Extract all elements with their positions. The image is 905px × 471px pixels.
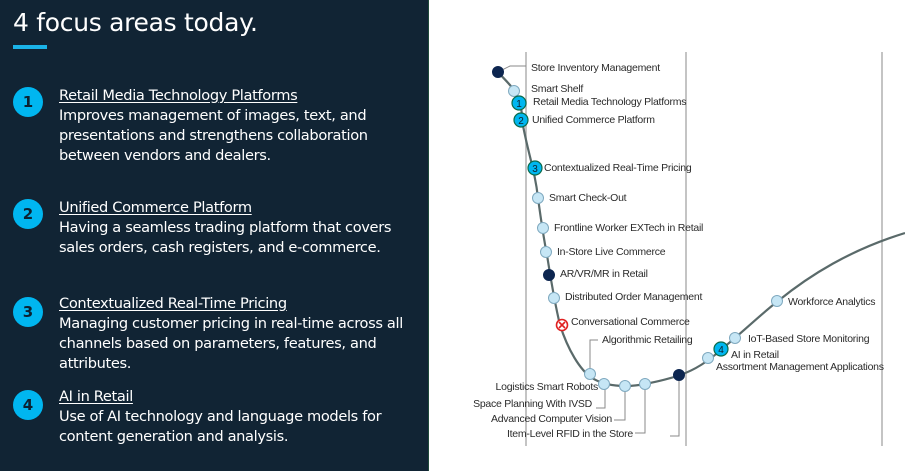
marker-iot-based-store-monitoring [729, 332, 741, 344]
marker-smart-shelf [508, 85, 520, 97]
number-badge-2: 2 [13, 199, 43, 229]
focus-marker-4 [713, 341, 729, 357]
label-assortment-management-applications: Assortment Management Applications [716, 361, 884, 373]
label-store-inventory-management: Store Inventory Management [531, 62, 660, 74]
marker-advanced-computer-vision [639, 378, 651, 390]
focus-item-description: Use of AI technology and language models… [59, 408, 382, 445]
focus-marker-number: 2 [518, 116, 524, 127]
label-distributed-order-management: Distributed Order Management [565, 291, 703, 303]
marker-workforce-analytics [771, 295, 783, 307]
label-in-store-live-commerce: In-Store Live Commerce [557, 246, 666, 258]
leader-line-3 [596, 384, 606, 409]
focus-item-text: Contextualized Real-Time Pricing Managin… [59, 294, 424, 374]
label-retail-media-technology-platforms: Retail Media Technology Platforms [533, 96, 687, 108]
number-badge-4: 4 [13, 390, 43, 420]
focus-item-description: Managing customer pricing in real-time a… [59, 315, 403, 372]
focus-item-description: Having a seamless trading platform that … [59, 219, 392, 256]
marker-in-store-live-commerce [540, 246, 552, 258]
marker-space-planning-with-ivsd [619, 380, 631, 392]
marker-algorithmic-retailing [584, 368, 596, 380]
page-title: 4 focus areas today. [13, 8, 258, 37]
marker-dark-item-level-rfid-in-the-store [673, 369, 685, 381]
label-ar-vr-mr-in-retail: AR/VR/MR in Retail [560, 268, 648, 280]
focus-marker-1 [511, 95, 527, 111]
focus-item-heading[interactable]: Contextualized Real-Time Pricing [59, 295, 287, 312]
focus-marker-2 [513, 112, 529, 128]
leader-line-5 [635, 383, 646, 434]
label-smart-shelf: Smart Shelf [531, 83, 584, 95]
focus-item-heading[interactable]: AI in Retail [59, 388, 133, 405]
label-logistics-smart-robots: Logistics Smart Robots [495, 381, 599, 393]
focus-item-text: Retail Media Technology Platforms Improv… [59, 86, 424, 166]
focus-item-text: Unified Commerce Platform Having a seaml… [59, 198, 424, 258]
marker-frontline-worker-extech-in-retail [537, 222, 549, 234]
label-item-level-rfid-in-the-store: Item-Level RFID in the Store [506, 428, 633, 440]
marker-dark-ar-vr-mr-in-retail [543, 269, 555, 281]
number-badge-3: 3 [13, 297, 43, 327]
leader-line-2 [589, 339, 598, 374]
focus-item-text: AI in Retail Use of AI technology and la… [59, 387, 424, 447]
marker-dark-store-inventory-management [492, 66, 504, 78]
label-unified-commerce-platform: Unified Commerce Platform [532, 114, 655, 126]
marker-assortment-management-applications [702, 352, 714, 364]
label-frontline-worker-extech-in-retail: Frontline Worker EXTech in Retail [554, 222, 704, 234]
marker-logistics-smart-robots [598, 378, 610, 390]
focus-item-description: Improves management of images, text, and… [59, 107, 368, 164]
label-iot-based-store-monitoring: IoT-Based Store Monitoring [748, 333, 870, 345]
marker-smart-check-out [532, 192, 544, 204]
focus-marker-number: 1 [516, 99, 522, 110]
label-advanced-computer-vision: Advanced Computer Vision [490, 413, 612, 425]
leader-line-6 [670, 376, 680, 437]
label-ai-in-retail: AI in Retail [731, 349, 779, 361]
focus-marker-number: 3 [532, 164, 538, 175]
hype-cycle-svg: 1 2 3 4 [492, 52, 905, 446]
focus-marker-3 [527, 160, 543, 176]
marker-distributed-order-management [548, 292, 560, 304]
leader-line-4 [614, 385, 626, 421]
number-badge-1: 1 [13, 87, 43, 117]
title-accent-bar [13, 45, 47, 49]
label-contextualized-real-time-pricing: Contextualized Real-Time Pricing [544, 162, 692, 174]
focus-item-heading[interactable]: Unified Commerce Platform [59, 199, 252, 216]
label-conversational-commerce: Conversational Commerce [571, 316, 690, 328]
focus-item-heading[interactable]: Retail Media Technology Platforms [59, 87, 298, 104]
focus-marker-number: 4 [718, 345, 724, 356]
obsolete-x-icon [558, 321, 566, 329]
label-smart-check-out: Smart Check-Out [549, 192, 627, 204]
focus-areas-panel: 4 focus areas today. 1 Retail Media Tech… [0, 0, 429, 471]
label-workforce-analytics: Workforce Analytics [788, 296, 876, 308]
label-algorithmic-retailing: Algorithmic Retailing [602, 334, 693, 346]
label-space-planning-with-ivsd: Space Planning With IVSD [473, 398, 592, 410]
